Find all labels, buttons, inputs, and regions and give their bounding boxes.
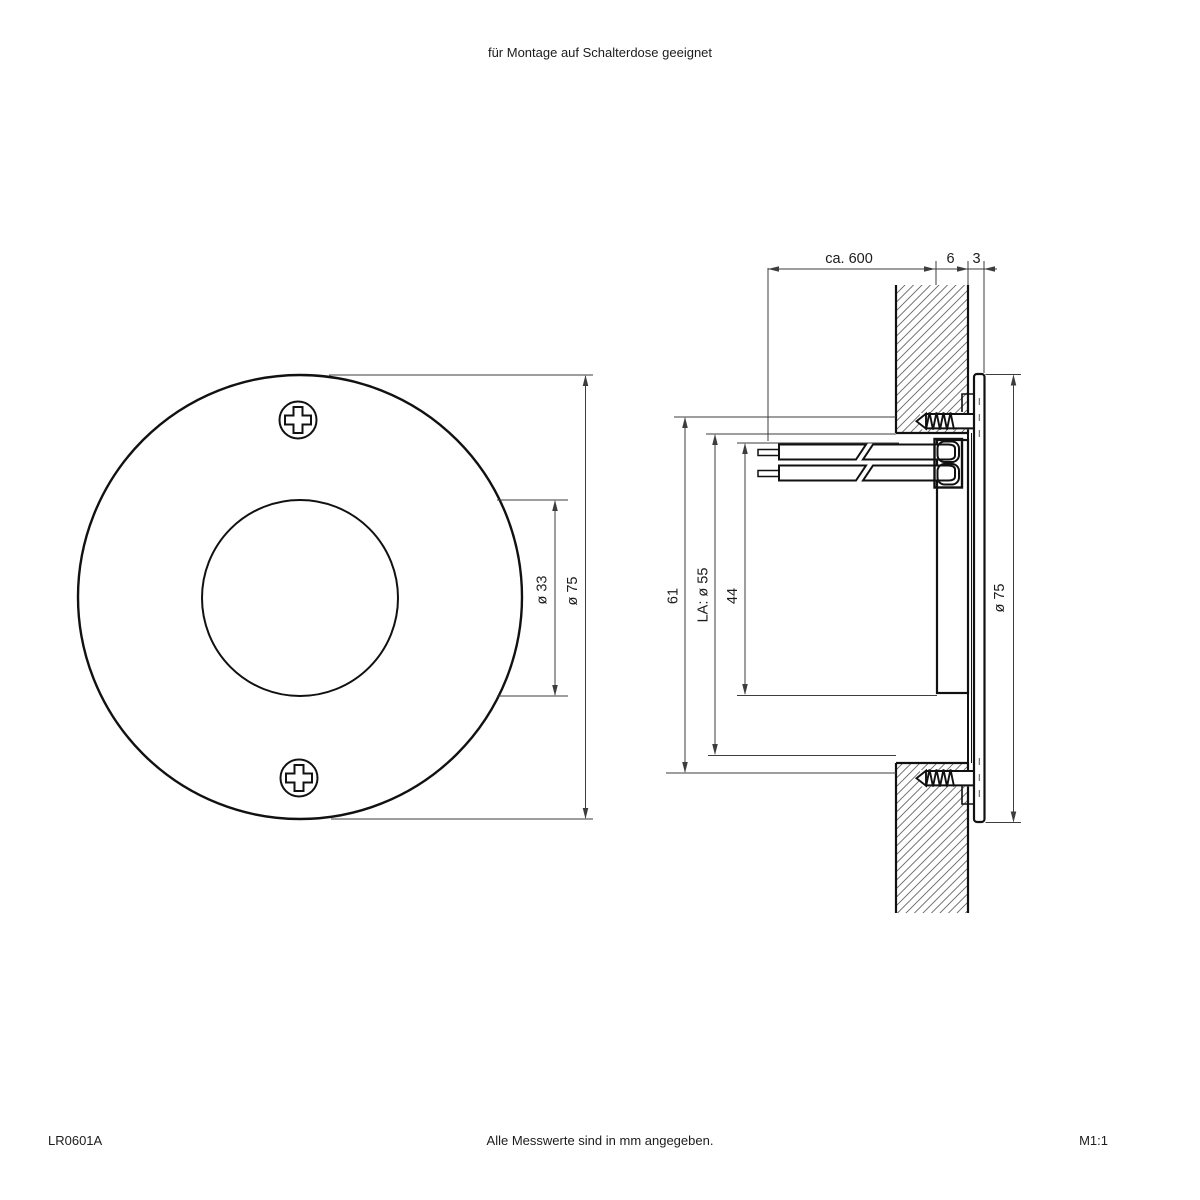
dim-label-cutout: LA: ø 55 [696, 568, 712, 623]
dim-label-front-outer: ø 75 [565, 576, 581, 605]
cable-segment [778, 464, 868, 482]
dimension-body-height: 44 [725, 442, 937, 696]
terminal-block [933, 437, 964, 489]
wire-tip [757, 469, 780, 478]
dim-label-front-protrusion: 3 [972, 251, 980, 267]
front-screw-top [278, 400, 318, 440]
phillips-cross-icon [285, 764, 313, 792]
spring-clip-bottom [961, 786, 974, 805]
dimension-total-height: 61 [666, 416, 896, 774]
wall-upper [894, 285, 970, 435]
dimension-front-outer: ø 75 [329, 374, 593, 820]
dim-label-cable-length: ca. 600 [825, 251, 873, 267]
dim-label-total-height: 61 [666, 588, 682, 604]
spring-clip-top [961, 393, 974, 412]
section-view [757, 285, 986, 913]
wall-lower [894, 761, 970, 913]
phillips-cross-icon [284, 406, 312, 434]
front-view [76, 373, 524, 821]
dimension-cover-diameter: ø 75 [985, 374, 1021, 823]
page-title: für Montage auf Schalterdose geeignet [488, 45, 712, 60]
mounting-screw-bottom [914, 768, 974, 788]
terminal-clamp [936, 463, 960, 486]
front-view-dimensions: ø 75 ø 33 [329, 374, 593, 820]
dimension-front-inner: ø 33 [497, 499, 568, 697]
mounting-screw-top [914, 411, 974, 431]
terminal-clamp [936, 440, 960, 463]
cover-plate [961, 372, 986, 824]
dimension-cutout: LA: ø 55 [696, 433, 896, 756]
front-screw-bottom [279, 758, 319, 798]
footer-note: Alle Messwerte sind in mm angegeben. [487, 1133, 714, 1148]
dim-label-front-inner: ø 33 [535, 575, 551, 604]
dim-label-body-height: 44 [725, 588, 741, 604]
cable-segment [778, 443, 868, 461]
dim-label-wall-depth: 6 [946, 251, 954, 267]
connection-cables [757, 443, 956, 482]
wire-tip [757, 448, 780, 457]
front-inner-circle [201, 499, 399, 697]
dimension-top-chain: ca. 600 6 3 [767, 251, 997, 441]
cable-segment [861, 464, 956, 482]
dim-label-cover-diameter: ø 75 [992, 583, 1008, 612]
footer-article-number: LR0601A [48, 1133, 103, 1148]
cable-segment [861, 443, 956, 461]
section-view-dimensions: ca. 600 6 3 61 LA: ø 55 [666, 251, 1021, 823]
front-outer-circle [76, 373, 524, 821]
footer-scale: M1:1 [1079, 1133, 1108, 1148]
